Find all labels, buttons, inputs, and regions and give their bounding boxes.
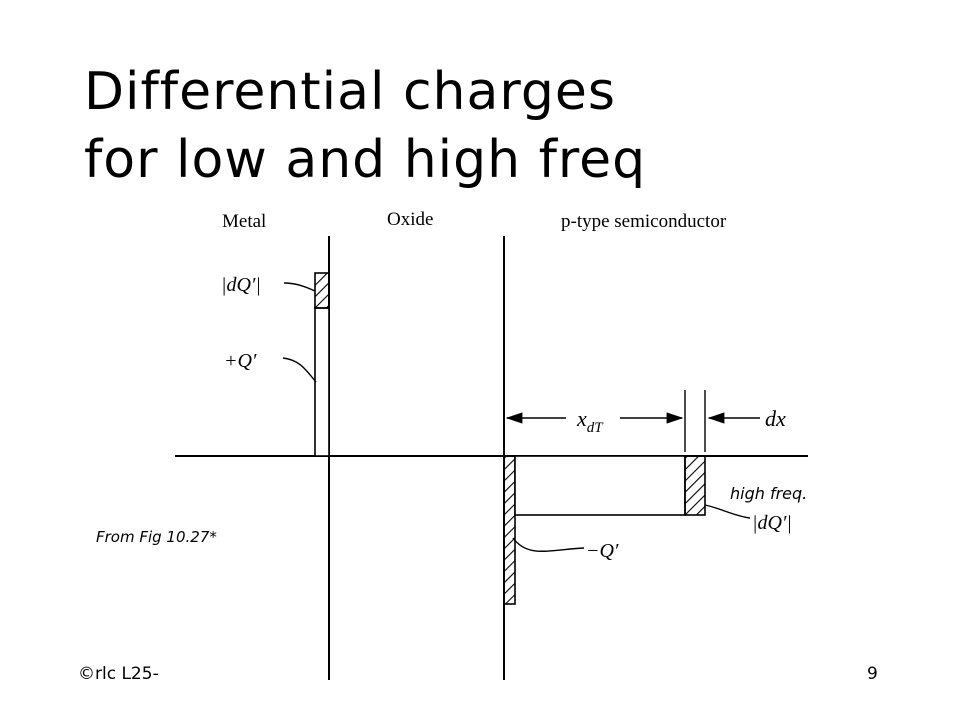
title-line-2: for low and high freq [84, 130, 647, 190]
footer-course-label: ©rlc L25- [78, 664, 159, 684]
label-metal-q: +Q′ [224, 350, 257, 372]
page-number: 9 [867, 664, 878, 684]
label-dx: dx [765, 406, 786, 431]
label-semi-dq: |dQ′| [752, 512, 792, 534]
label-metal: Metal [222, 211, 266, 232]
metal-q-leader [282, 357, 317, 383]
label-xdt-sub: dT [587, 420, 605, 436]
annotation-high-freq: high freq. [730, 484, 807, 503]
label-xdt: xdT [576, 406, 604, 436]
depletion-charge-block [514, 455, 686, 516]
metal-charge-bar [314, 307, 330, 457]
source-note: From Fig 10.27* [96, 528, 217, 546]
label-semiconductor: p-type semiconductor [561, 211, 727, 232]
title-line-1: Differential charges [84, 62, 616, 122]
slide-title: Differential charges for low and high fr… [84, 58, 646, 194]
metal-dq-hatched [314, 272, 330, 309]
semi-q-leader [512, 537, 585, 552]
semi-dq-leader [704, 504, 751, 519]
label-oxide: Oxide [387, 209, 433, 230]
label-xdt-main: x [576, 406, 587, 431]
semi-dq-hatched [684, 455, 706, 516]
metal-dq-leader [283, 282, 316, 292]
label-semi-q: −Q′ [586, 540, 619, 562]
label-metal-dq: |dQ′| [221, 274, 261, 296]
semiconductor-charge-hatched [503, 455, 516, 605]
